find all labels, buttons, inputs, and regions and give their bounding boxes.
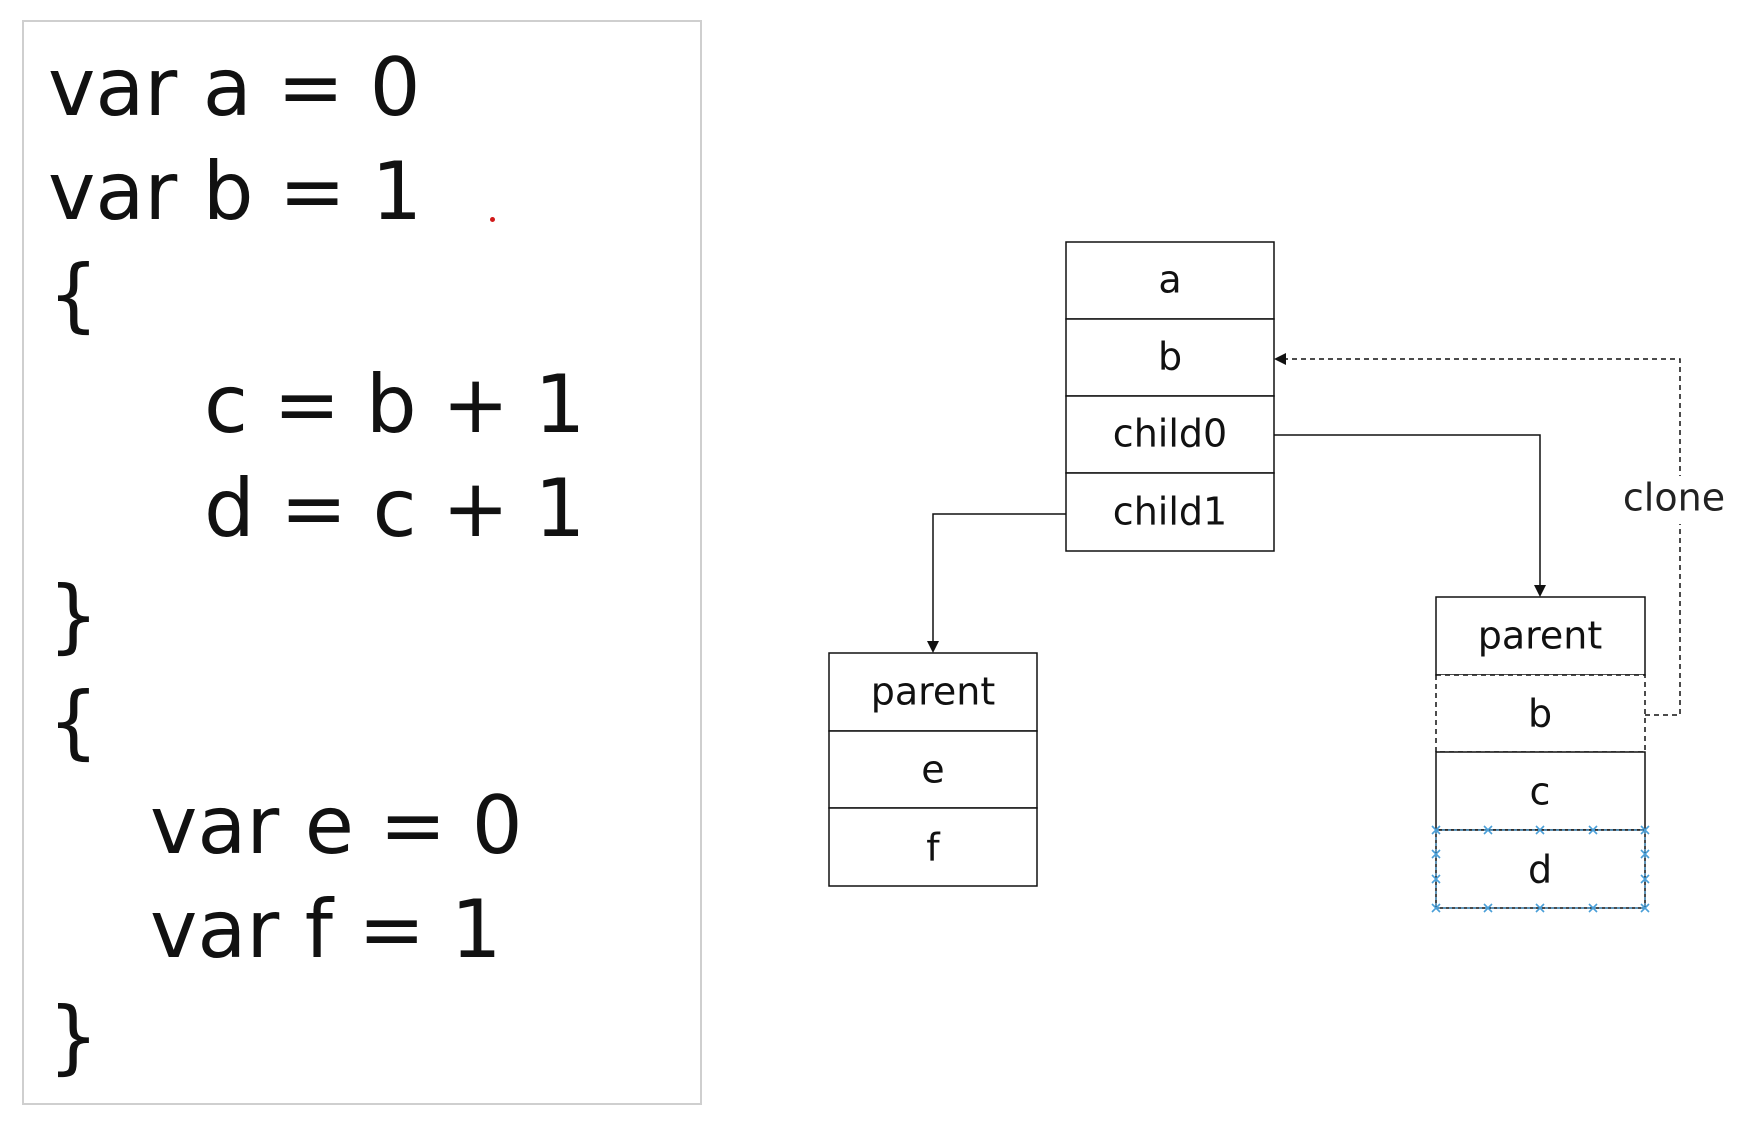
arrow-child0-to-right-scope [1274, 434, 1546, 597]
cell-label-c: c [1530, 770, 1551, 814]
cell-label-parent: parent [1478, 614, 1603, 658]
cell-a [1065, 241, 1275, 320]
cell-label-parent: parent [871, 670, 996, 714]
cell-child0 [1065, 395, 1275, 474]
code-line: d = c + 1 [204, 462, 586, 555]
cell-label-d: d [1528, 848, 1552, 892]
selection-handles[interactable] [1431, 825, 1650, 913]
cell-label-e: e [921, 748, 944, 792]
cell-b-cloned [1435, 674, 1646, 753]
code-line: var a = 0 [48, 41, 421, 134]
clone-label-bg [1620, 476, 1740, 524]
code-line: { [48, 248, 99, 341]
cell-f [828, 807, 1038, 887]
cell-label-a: a [1158, 258, 1181, 302]
code-panel [22, 20, 702, 1105]
cell-label-child0: child0 [1113, 412, 1227, 456]
red-dot-mark [490, 217, 495, 222]
left-child-scope-box: parent e f [828, 652, 1038, 887]
code-line: } [48, 990, 99, 1083]
code-line: c = b + 1 [204, 358, 586, 451]
cell-child1 [1065, 472, 1275, 552]
code-line: var f = 1 [150, 883, 502, 976]
code-line: } [48, 569, 99, 662]
cell-e [828, 730, 1038, 809]
code-line: var b = 1 [48, 145, 423, 238]
cell-parent [828, 652, 1038, 732]
cell-label-b: b [1158, 335, 1182, 379]
cell-label-b: b [1528, 692, 1552, 736]
code-line: { [48, 675, 99, 768]
cell-label-f: f [926, 826, 941, 870]
arrow-child1-to-left-scope [927, 513, 1066, 653]
root-scope-box: a b child0 child1 [1065, 241, 1275, 552]
code-line: var e = 0 [150, 779, 523, 872]
cell-c [1435, 751, 1646, 831]
cell-label-child1: child1 [1113, 490, 1227, 534]
right-child-scope-box: parent b c d [1431, 596, 1650, 913]
clone-label: clone [1623, 476, 1725, 520]
